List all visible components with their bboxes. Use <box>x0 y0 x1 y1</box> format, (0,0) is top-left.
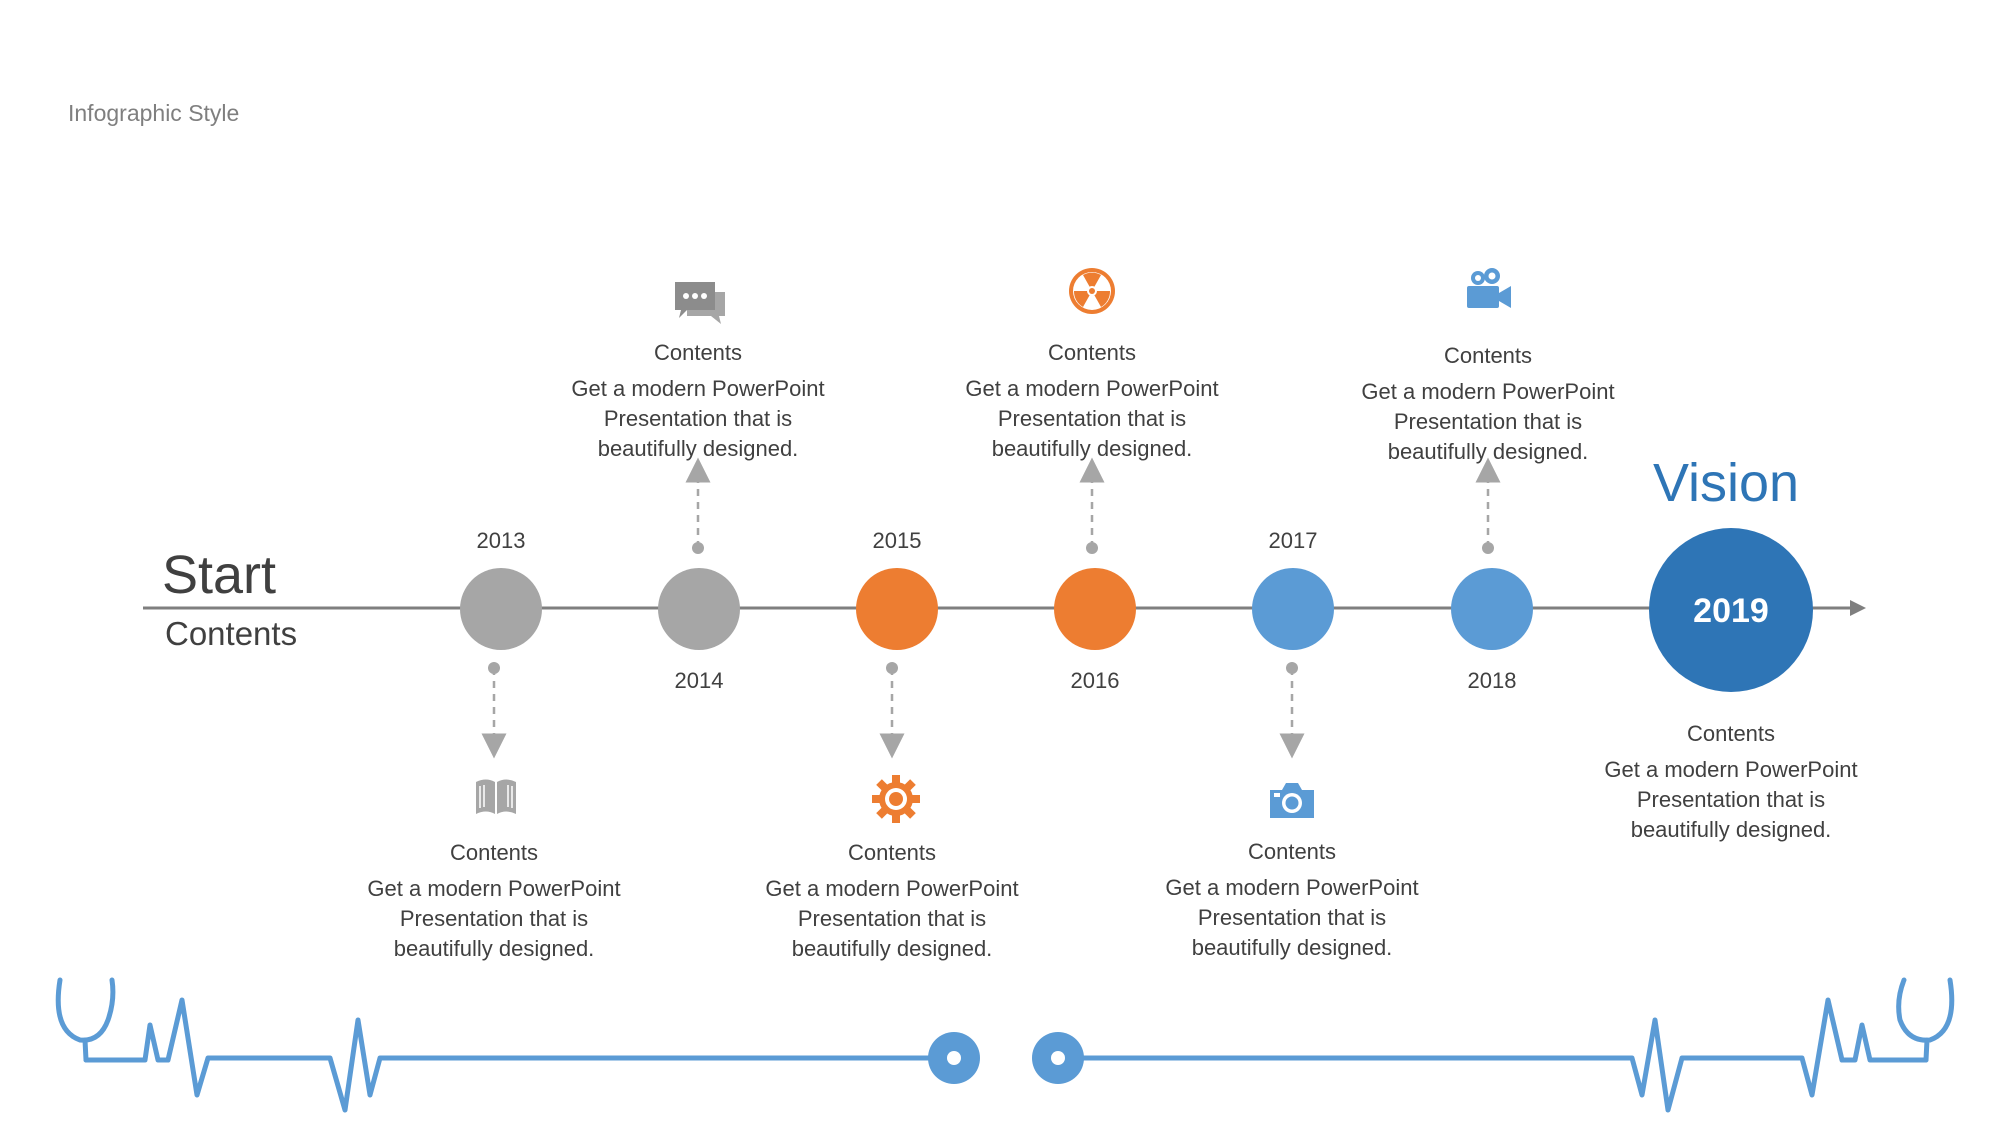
card-2013: Contents Get a modern PowerPoint Present… <box>344 840 644 964</box>
heartbeat-left-line <box>83 997 931 1113</box>
card-body: Get a modern PowerPoint Presentation tha… <box>765 876 1019 961</box>
milestone-2015 <box>856 568 938 650</box>
card-2015: Contents Get a modern PowerPoint Present… <box>742 840 1042 964</box>
book-icon <box>473 776 519 818</box>
year-label-2016: 2016 <box>1070 668 1120 693</box>
card-body: Get a modern PowerPoint Presentation tha… <box>1165 875 1419 960</box>
vision-title: Vision <box>1652 453 1800 513</box>
card-body: Get a modern PowerPoint Presentation tha… <box>571 376 825 461</box>
connector-dot-2016 <box>1086 542 1098 554</box>
card-title: Contents <box>1686 721 1776 746</box>
connector-dot-2017 <box>1286 662 1298 674</box>
milestone-2013 <box>460 568 542 650</box>
connector-dot-2018 <box>1482 542 1494 554</box>
year-label-2013: 2013 <box>476 528 526 553</box>
card-title: Contents <box>1443 343 1533 368</box>
start-title: Start <box>162 545 277 605</box>
connector-dot-2015 <box>886 662 898 674</box>
card-title: Contents <box>653 340 743 365</box>
milestone-2017 <box>1252 568 1334 650</box>
card-2016: Contents Get a modern PowerPoint Present… <box>942 340 1242 464</box>
card-2019: Contents Get a modern PowerPoint Present… <box>1581 721 1881 845</box>
connector-dot-2014 <box>692 542 704 554</box>
year-label-2019: 2019 <box>1693 592 1769 630</box>
milestone-2014 <box>658 568 740 650</box>
card-2018: Contents Get a modern PowerPoint Present… <box>1338 343 1638 467</box>
card-title: Contents <box>847 840 937 865</box>
card-title: Contents <box>449 840 539 865</box>
year-label-2015: 2015 <box>872 528 922 553</box>
milestone-2018 <box>1451 568 1533 650</box>
card-body: Get a modern PowerPoint Presentation tha… <box>367 876 621 961</box>
year-label-2017: 2017 <box>1268 528 1318 553</box>
card-body: Get a modern PowerPoint Presentation tha… <box>965 376 1219 461</box>
card-2014: Contents Get a modern PowerPoint Present… <box>548 340 848 464</box>
card-body: Get a modern PowerPoint Presentation tha… <box>1361 379 1615 464</box>
card-title: Contents <box>1047 340 1137 365</box>
stethoscope-right-icon <box>1896 977 1955 1063</box>
video-camera-icon <box>1465 268 1513 312</box>
year-label-2014: 2014 <box>674 668 724 693</box>
card-body: Get a modern PowerPoint Presentation tha… <box>1604 757 1858 842</box>
card-title: Contents <box>1247 839 1337 864</box>
chat-icon <box>673 280 727 324</box>
timeline-arrowhead <box>1850 600 1866 616</box>
connector-dot-2013 <box>488 662 500 674</box>
heartbeat-right-line <box>1079 997 1929 1113</box>
radiation-icon <box>1068 267 1116 315</box>
camera-icon <box>1268 780 1316 820</box>
milestone-2016 <box>1054 568 1136 650</box>
milestone-2019 <box>1649 528 1813 692</box>
gear-icon <box>872 775 920 823</box>
year-label-2018: 2018 <box>1467 668 1517 693</box>
card-2017: Contents Get a modern PowerPoint Present… <box>1142 839 1442 963</box>
stethoscope-left-icon <box>55 977 116 1063</box>
start-subtitle: Contents <box>165 615 298 652</box>
slide-title: Infographic Style <box>68 100 240 126</box>
